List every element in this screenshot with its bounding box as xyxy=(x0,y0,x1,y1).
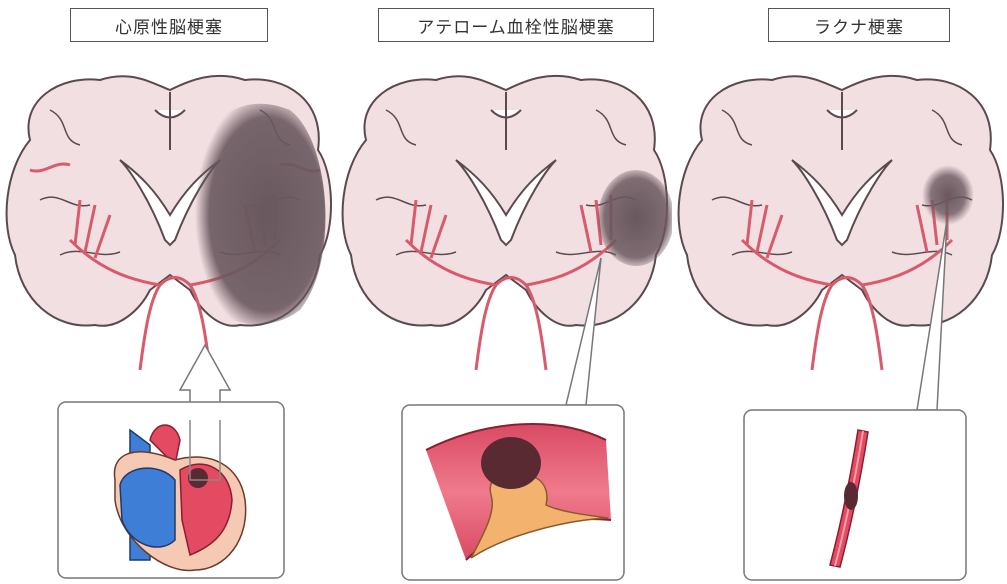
cardioembolic-illustration xyxy=(0,0,336,584)
infarct-area-icon xyxy=(598,170,672,266)
panel-cardioembolic: 心原性脳梗塞 xyxy=(0,0,336,584)
panel-atherothrombotic: アテローム血栓性脳梗塞 xyxy=(336,0,672,584)
lacunar-illustration xyxy=(672,0,1007,584)
infarct-area-icon xyxy=(922,165,974,225)
infarct-area-icon xyxy=(195,104,325,325)
atherothrombotic-illustration xyxy=(336,0,672,584)
panel-lacunar: ラクナ梗塞 xyxy=(672,0,1007,584)
